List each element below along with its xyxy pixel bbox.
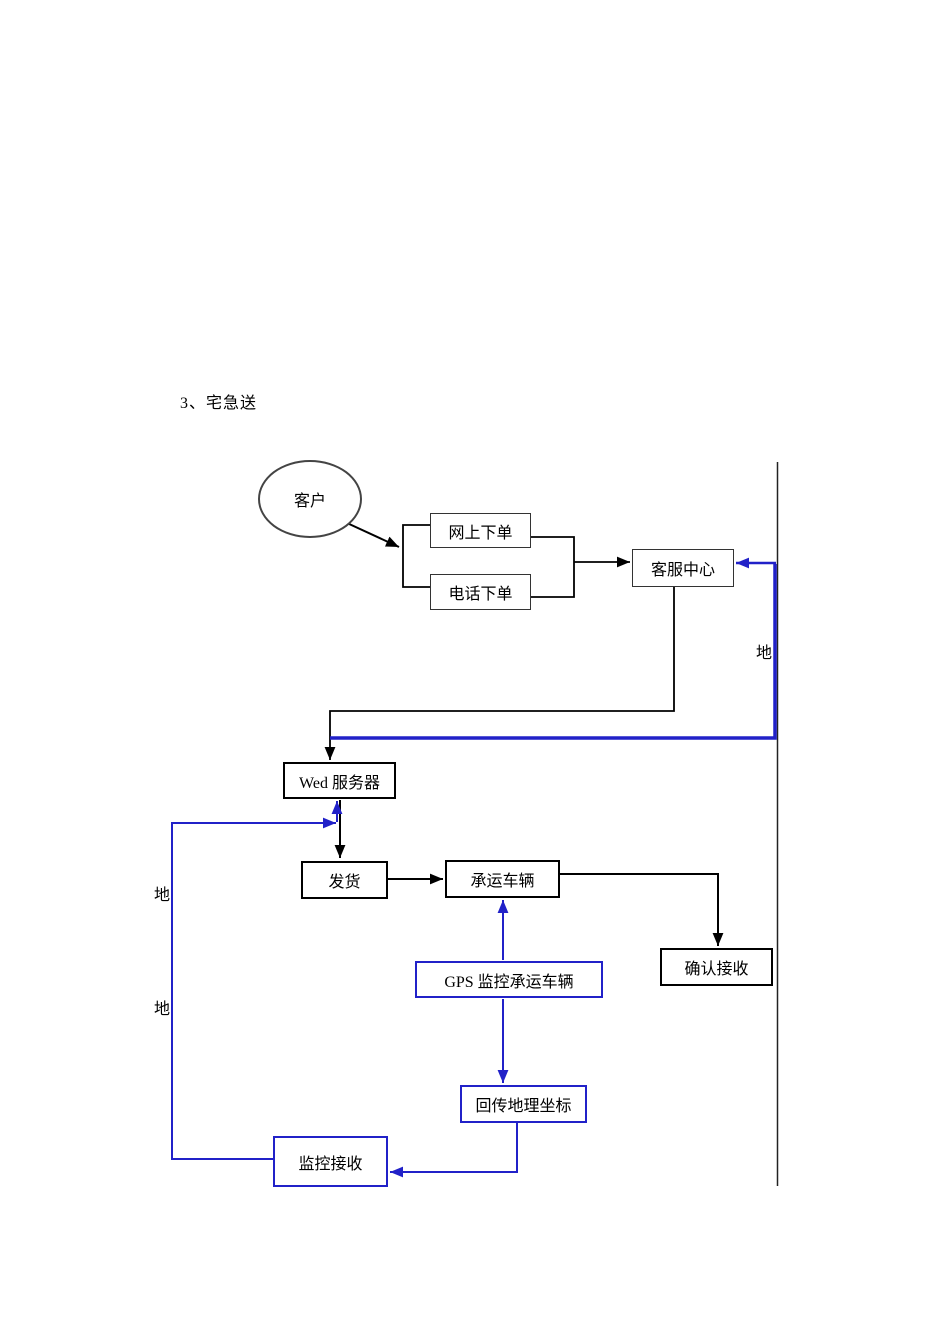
node-phone-order: 电话下单 [430,574,531,610]
node-customer-label: 客户 [293,493,326,510]
node-confirm-receive-label: 确认接收 [684,961,749,978]
node-service-center: 客服中心 [632,549,734,587]
node-ship: 发货 [301,861,388,899]
feedback-right-line [330,564,777,740]
node-online-order: 网上下单 [430,513,531,548]
label-di-right: 地 [756,645,773,662]
node-web-server: Wed 服务器 [283,762,396,799]
node-confirm-receive: 确认接收 [660,948,773,986]
node-carrier-vehicle: 承运车辆 [445,860,560,898]
arrow-coordinates-to-monitor [390,1123,518,1178]
label-di-left-1: 地 [154,887,171,904]
node-send-coordinates: 回传地理坐标 [460,1085,587,1123]
arrow-service-center-to-web-server [324,587,675,760]
node-customer: 客户 [258,460,362,538]
node-monitor-receive-label: 监控接收 [298,1155,363,1173]
node-gps-monitor: GPS 监控承运车辆 [415,961,603,998]
node-ship-label: 发货 [328,874,361,891]
arrow-customer-to-orders [346,522,400,548]
bracket-orders-right [531,536,575,598]
node-phone-order-label: 电话下单 [448,586,513,603]
node-monitor-receive: 监控接收 [273,1136,388,1187]
node-service-center-label: 客服中心 [650,562,715,579]
node-online-order-label: 网上下单 [448,524,513,542]
arrow-carrier-to-confirm [560,873,724,946]
node-web-server-label: Wed 服务器 [299,774,380,792]
node-send-coordinates-label: 回传地理坐标 [475,1098,572,1115]
node-carrier-vehicle-label: 承运车辆 [470,873,535,890]
label-di-left-2: 地 [154,1001,171,1018]
section-title: 3、宅急送 [180,395,258,412]
feedback-left-line [171,817,336,1160]
node-gps-monitor-label: GPS 监控承运车辆 [444,973,574,991]
bracket-orders-left [402,524,430,588]
